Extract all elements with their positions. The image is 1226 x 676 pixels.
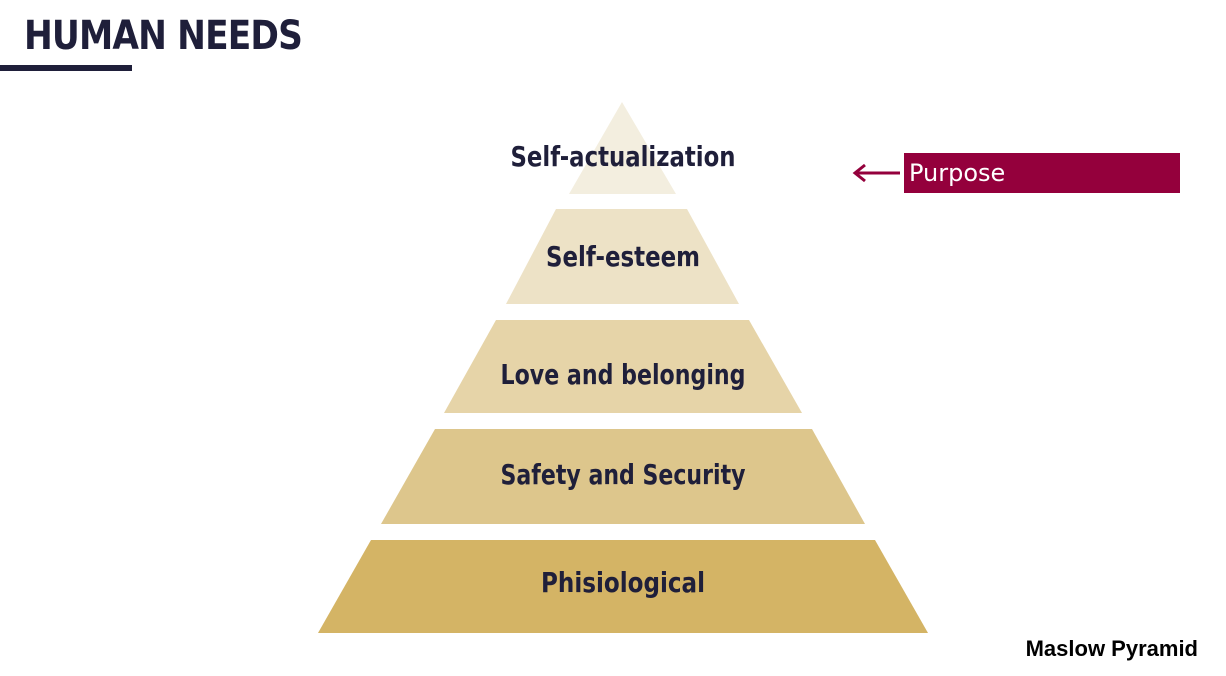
tier-label: Self-actualization xyxy=(511,140,736,173)
tier-shape xyxy=(318,540,928,633)
tier-label: Phisiological xyxy=(541,566,705,599)
tier-shape xyxy=(444,320,802,413)
arrow-head xyxy=(852,163,866,183)
tier-shape xyxy=(381,429,865,524)
page-title: HUMAN NEEDS xyxy=(24,13,303,59)
tier-shape xyxy=(569,102,676,194)
tier-label: Safety and Security xyxy=(501,458,746,491)
pyramid-tier-safety-and-security: Safety and Security xyxy=(381,429,865,524)
pyramid-tier-phisiological: Phisiological xyxy=(318,540,928,633)
footer-caption: Maslow Pyramid xyxy=(1025,636,1198,661)
tier-label: Self-esteem xyxy=(546,240,700,273)
pyramid-tier-love-and-belonging: Love and belonging xyxy=(444,320,802,413)
tier-shape xyxy=(506,209,739,304)
purpose-callout: Purpose xyxy=(904,153,1180,193)
purpose-label: Purpose xyxy=(909,159,1006,187)
pyramid-tier-self-esteem: Self-esteem xyxy=(506,209,739,304)
title-underline xyxy=(0,65,132,71)
left-arrow-icon xyxy=(852,163,900,183)
pyramid-tier-self-actualization: Self-actualization xyxy=(511,102,736,194)
tier-label: Love and belonging xyxy=(501,358,746,391)
